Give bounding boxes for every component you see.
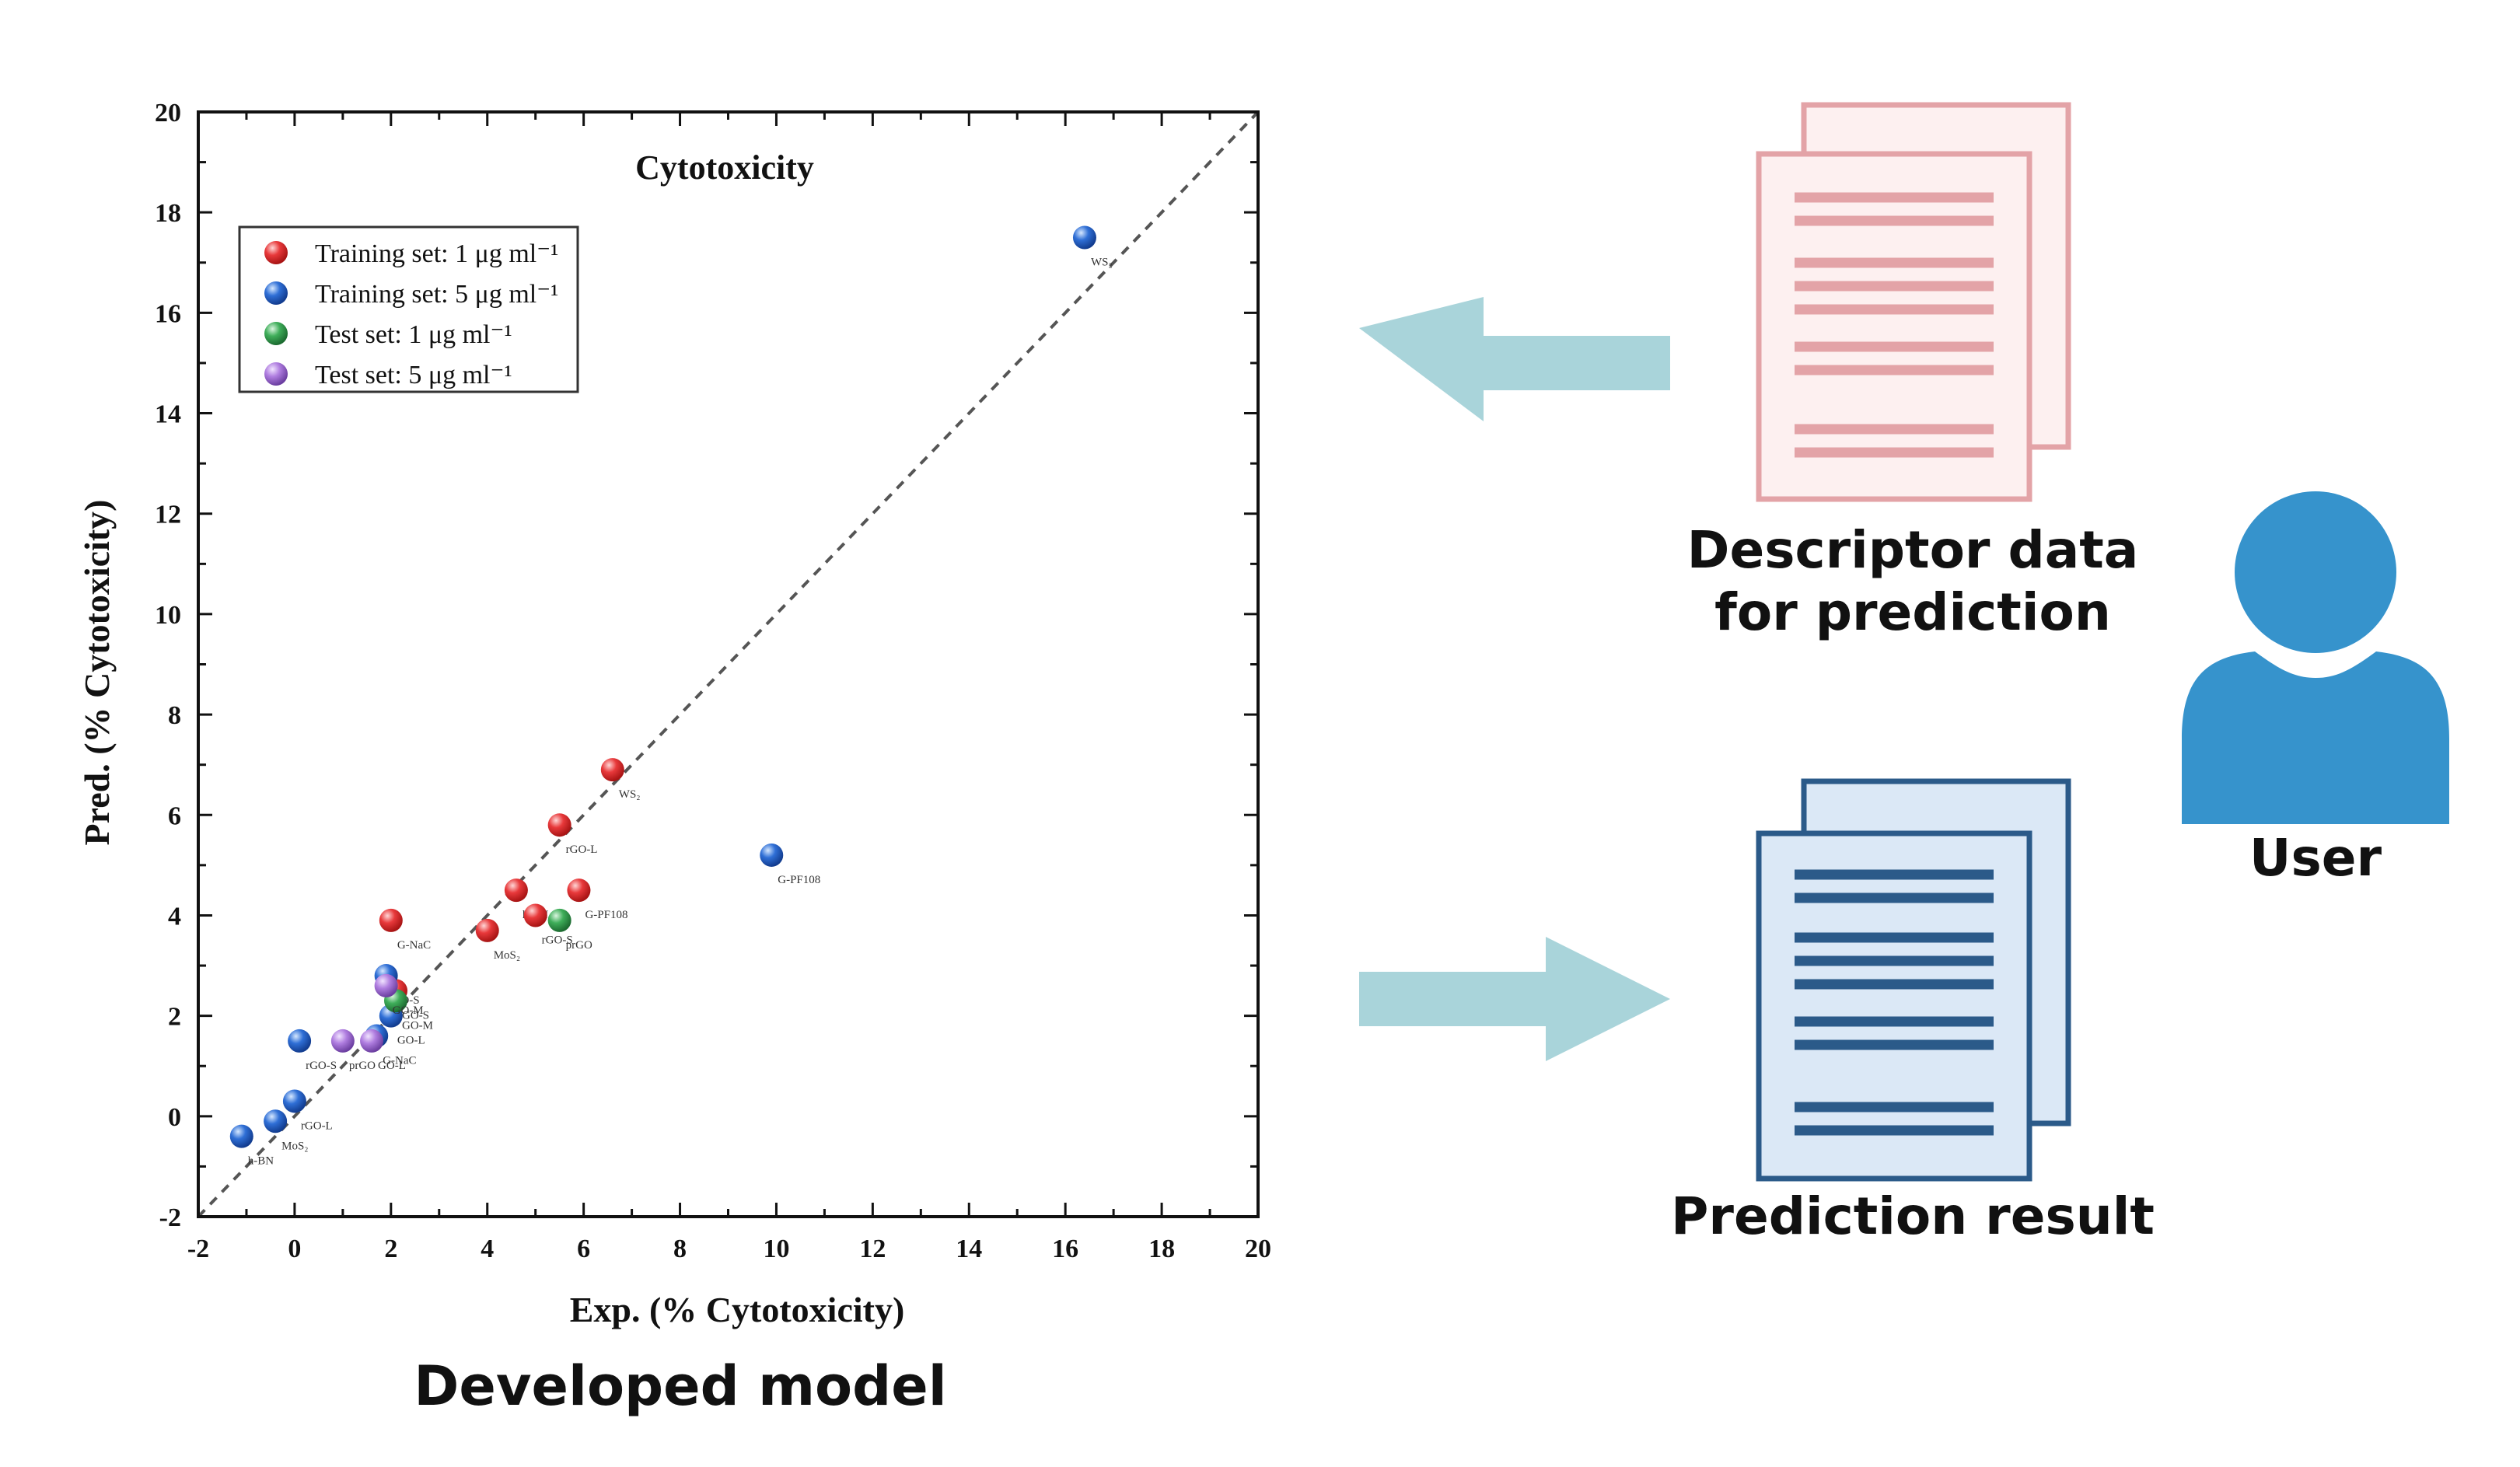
y-tick-label: 0 [168,1103,181,1132]
point-label: G-NaC [397,939,431,952]
y-tick-label: 4 [168,902,181,931]
data-point [760,843,784,867]
point-label: WS₂ [619,788,641,801]
chart-title: Cytotoxicity [635,148,814,187]
point-label: WS₂ [1091,256,1113,268]
y-tick-label: -2 [159,1203,181,1232]
y-axis-label: Pred. (% Cytotoxicity) [77,500,117,846]
developed-model-caption: Developed model [414,1354,947,1418]
descriptor-data-caption: Descriptor data for prediction [1641,519,2185,644]
arrow-right-icon [1359,937,1670,1061]
y-tick-label: 12 [155,501,181,529]
legend-marker [264,241,288,264]
data-point [504,878,528,903]
data-point [547,908,571,932]
data-point [229,1124,253,1148]
point-label: GO-L [378,1060,406,1072]
user-caption: User [2249,828,2382,888]
point-label: G-NaC [383,1054,416,1067]
data-point [567,878,591,903]
prediction-result-caption: Prediction result [1671,1186,2155,1246]
point-label: GO-L [397,1035,425,1047]
point-label: rGO-L [301,1119,333,1132]
y-tick-label: 20 [155,99,181,127]
data-point [475,918,499,942]
y-tick-label: 6 [168,802,181,830]
y-tick-label: 10 [155,601,181,630]
y-tick-label: 2 [168,1003,181,1032]
x-tick-label: 16 [1052,1235,1078,1263]
data-point [600,758,624,782]
legend-entry-label: Test set: 5 μg ml⁻¹ [315,361,512,389]
descriptor-caption-line-2: for prediction [1714,582,2111,642]
x-tick-label: 8 [673,1235,687,1263]
legend-marker [264,322,288,345]
data-point [374,973,398,997]
data-point [523,903,547,927]
x-tick-label: 18 [1148,1235,1175,1263]
data-point [1072,225,1096,250]
point-label: GO-M [402,1019,433,1032]
legend-marker [264,281,288,305]
descriptor-document-icon [1756,102,2071,502]
data-point [264,1109,288,1133]
point-label: rGO-L [566,844,598,856]
plot-frame [197,110,1260,1218]
descriptor-caption-line-1: Descriptor data [1686,520,2139,580]
user-icon [2182,491,2449,824]
y-tick-label: 14 [155,400,181,429]
axis-ticks: -2 0 2 4 6 8 10 12 14 16 18 20 -2 0 2 4 6 8 10 12 14 16 18 20 [155,99,1271,1263]
legend-entry-label: Test set: 1 μg ml⁻¹ [315,320,512,349]
legend-marker [264,362,288,386]
point-label: GO-M [393,1004,424,1017]
legend-entry-label: Training set: 5 μg ml⁻¹ [315,280,558,309]
data-point [282,1089,306,1113]
data-point [360,1029,384,1053]
x-tick-label: 12 [859,1235,886,1263]
point-label: G-PF108 [585,909,627,921]
x-tick-label: 10 [763,1235,789,1263]
x-tick-label: 6 [577,1235,590,1263]
y-tick-label: 18 [155,199,181,228]
point-label: GO-S [402,1009,429,1022]
data-point [330,1029,355,1053]
point-label: G-PF108 [778,874,820,886]
point-label: MoS₂ [494,949,520,962]
point-label: rGO-S [306,1060,337,1072]
point-label: prGO [566,939,592,952]
arrow-left-icon [1359,297,1670,421]
x-tick-label: 2 [384,1235,397,1263]
x-tick-label: 20 [1245,1235,1271,1263]
legend-box [238,225,579,393]
point-label: MoS₂ [281,1140,308,1152]
y-tick-label: 16 [155,299,181,328]
data-point [288,1029,312,1053]
legend: Training set: 1 μg ml⁻¹ Training set: 5 μ… [238,225,579,393]
point-label: prGO [349,1060,376,1072]
x-tick-label: 0 [288,1235,301,1263]
point-label: rGO-S [542,934,573,946]
x-axis-label: Exp. (% Cytotoxicity) [570,1290,905,1329]
y-tick-label: 8 [168,701,181,730]
data-point [379,908,403,932]
x-tick-label: -2 [187,1235,209,1263]
data-point [547,813,571,837]
legend-entry-label: Training set: 1 μg ml⁻¹ [315,239,558,268]
point-label: h-BN [248,1155,274,1168]
x-tick-label: 14 [956,1235,982,1263]
x-tick-label: 4 [481,1235,494,1263]
prediction-result-document-icon [1756,778,2071,1182]
